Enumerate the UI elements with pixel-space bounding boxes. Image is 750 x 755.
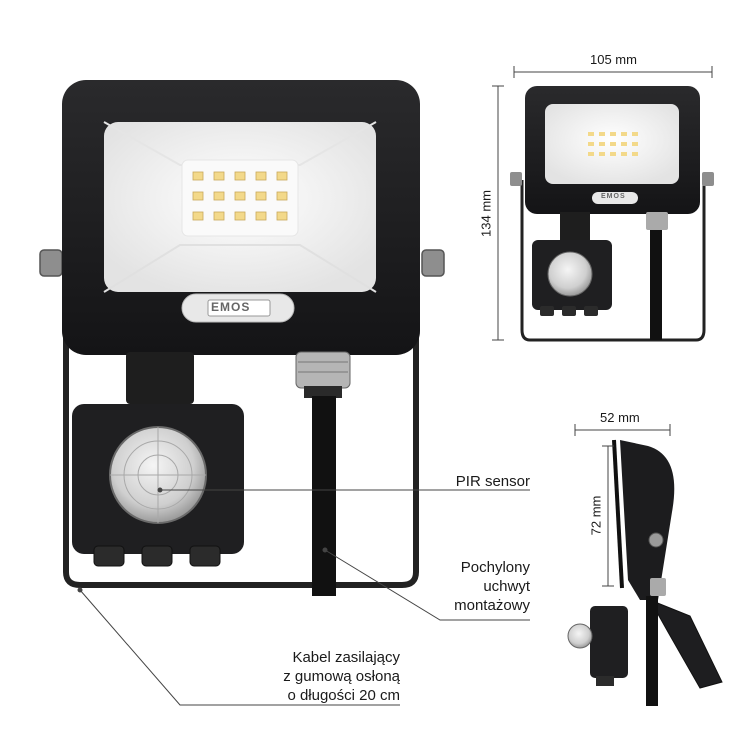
mount-label-line-2: uchwyt xyxy=(483,578,530,595)
dimension-lines-side xyxy=(574,424,671,587)
mount-label-line-3: montażowy xyxy=(454,597,530,614)
left-screw-icon xyxy=(39,249,63,277)
depth-dimension-label: 52 mm xyxy=(600,410,640,425)
sensor-neck xyxy=(126,352,194,404)
pir-sensor-text: PIR sensor xyxy=(455,473,530,490)
cable-label-line-2: z gumową osłoną xyxy=(283,668,400,685)
cable-label: Kabel zasilający z gumową osłoną o długo… xyxy=(250,648,400,705)
dimension-lines-front xyxy=(492,66,713,341)
callout-leaders xyxy=(77,487,530,706)
small-front-view xyxy=(510,86,714,342)
brand-logo-small: EMOS xyxy=(601,193,626,200)
brand-logo-main: EMOS xyxy=(211,300,251,314)
cable-label-line-3: o długości 20 cm xyxy=(287,687,400,704)
cable-label-line-1: Kabel zasilający xyxy=(292,649,400,666)
pir-sensor-label: PIR sensor xyxy=(420,472,530,491)
led-chips xyxy=(192,171,288,221)
cable-gland xyxy=(295,351,351,389)
side-height-dimension-label: 72 mm xyxy=(588,495,604,536)
height-dimension-label: 134 mm xyxy=(478,190,494,237)
side-view xyxy=(567,439,723,706)
cable-leader-line xyxy=(79,589,400,706)
mount-bracket-label: Pochylony uchwyt montażowy xyxy=(420,558,530,615)
mounting-bracket xyxy=(63,250,419,588)
main-front-view xyxy=(39,80,445,596)
mount-label-line-1: Pochylony xyxy=(460,559,530,576)
sensor-adjust-knobs xyxy=(93,545,221,567)
mount-leader-line xyxy=(324,549,530,621)
power-cable xyxy=(312,396,336,596)
right-screw-icon xyxy=(421,249,445,277)
width-dimension-label: 105 mm xyxy=(590,52,637,67)
